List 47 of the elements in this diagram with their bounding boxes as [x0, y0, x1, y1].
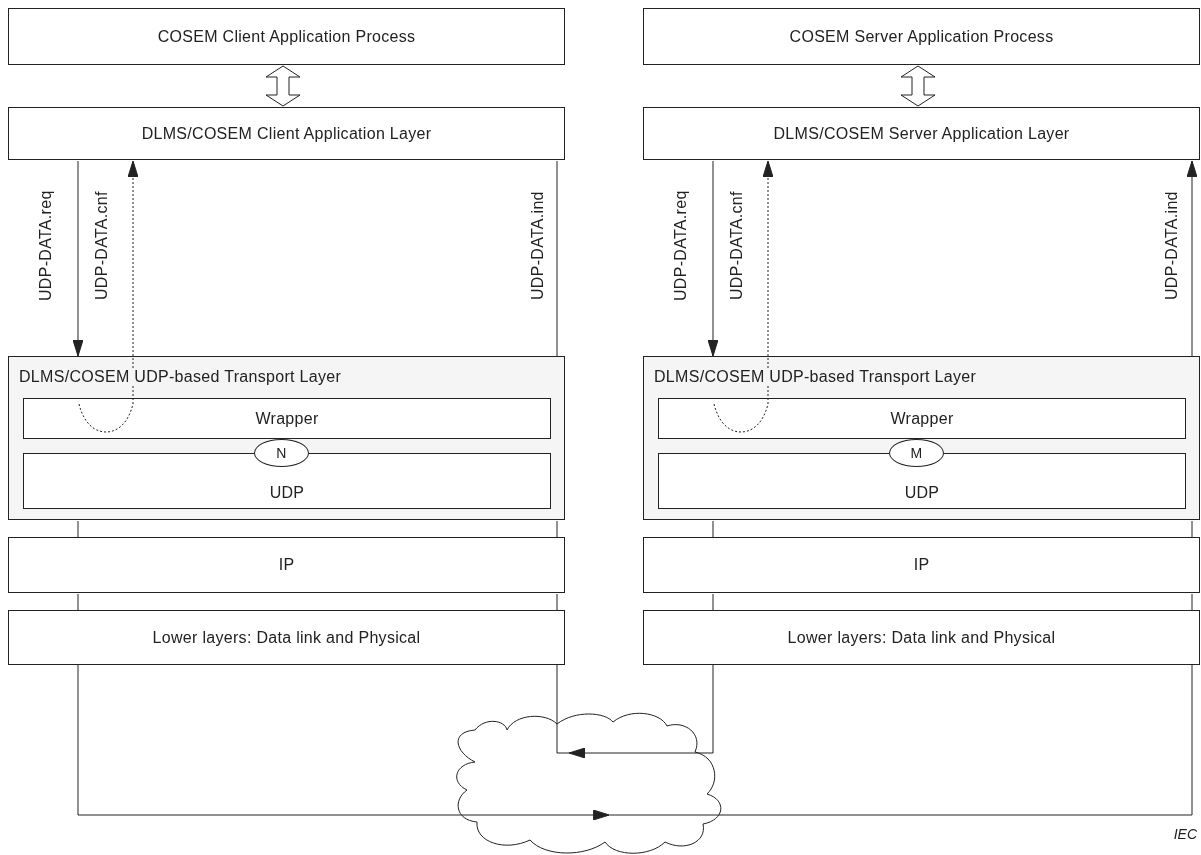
transport-layer-panel	[643, 356, 1200, 520]
connector-line	[556, 520, 558, 538]
arrow	[707, 160, 719, 357]
layer-box	[8, 8, 565, 65]
layer-name: COSEM Client Application Process	[157, 27, 416, 46]
layer-name: Lower layers: Data link and Physical	[152, 628, 421, 647]
arrow	[72, 160, 84, 357]
panel-title: DLMS/COSEM UDP-based Transport Layer	[654, 368, 977, 386]
figure-credit: IEC	[1173, 826, 1197, 842]
sap-label: M	[910, 445, 923, 461]
dashed-arrow	[78, 160, 139, 433]
layer-box	[8, 107, 565, 160]
double-arrow	[900, 65, 936, 107]
layer-box	[8, 610, 565, 665]
connector-line	[556, 593, 558, 611]
layer-name: Wrapper	[255, 409, 319, 428]
connector-line	[608, 664, 1193, 816]
layer-box	[643, 8, 1200, 65]
arrow	[77, 664, 610, 821]
connector-line	[1191, 520, 1193, 538]
layer-box	[643, 107, 1200, 160]
layer-name: Lower layers: Data link and Physical	[787, 628, 1056, 647]
service-access-point-ellipse	[889, 439, 944, 467]
service-access-point-ellipse	[254, 439, 309, 467]
layer-box	[23, 398, 551, 439]
panel-title: DLMS/COSEM UDP-based Transport Layer	[19, 368, 342, 386]
transport-layer-panel	[8, 356, 565, 520]
layer-box	[643, 537, 1200, 593]
layer-box	[643, 610, 1200, 665]
connector-line	[712, 593, 714, 611]
connector-line	[556, 664, 570, 754]
double-arrow	[265, 65, 301, 107]
sap-label: N	[276, 445, 287, 461]
connector-line	[77, 520, 79, 538]
arrow	[1186, 160, 1198, 357]
dashed-arrow	[713, 160, 774, 433]
connector-line	[77, 593, 79, 611]
connector-line	[712, 520, 714, 538]
layer-name: DLMS/COSEM Server Application Layer	[773, 124, 1070, 143]
layer-box	[658, 398, 1186, 439]
layer-name: COSEM Server Application Process	[789, 27, 1054, 46]
arrow	[568, 664, 714, 759]
layer-box	[8, 537, 565, 593]
connector-line	[1191, 593, 1193, 611]
layer-name: DLMS/COSEM Client Application Layer	[141, 124, 432, 143]
connector-line	[556, 160, 558, 357]
layer-name: Wrapper	[890, 409, 954, 428]
